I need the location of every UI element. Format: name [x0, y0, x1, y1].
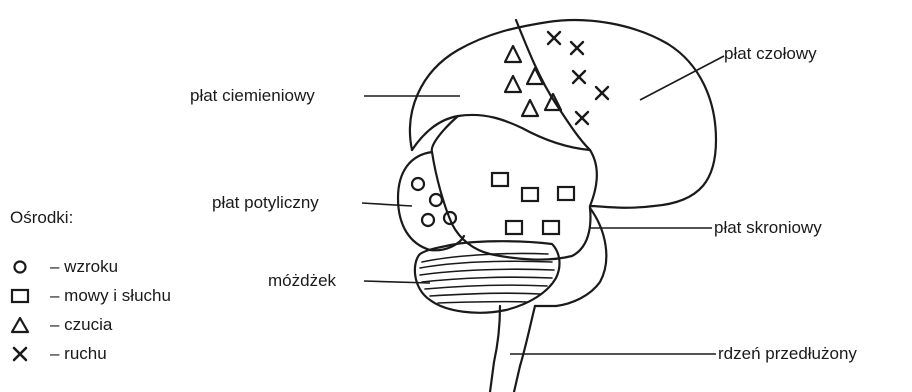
central-sulcus: [516, 20, 597, 206]
cross-icon: [8, 344, 32, 364]
label-medulla: rdzeń przedłużony: [718, 344, 857, 364]
triangle-icon: [545, 94, 561, 110]
square-icon: [506, 221, 522, 234]
cross-icon: [571, 42, 583, 54]
label-occipital-lobe: płat potyliczny: [212, 193, 319, 213]
square-icon: [558, 187, 574, 200]
legend-label-circle: – wzroku: [50, 257, 118, 277]
cross-icon: [576, 112, 588, 124]
cross-icon: [573, 71, 585, 83]
legend-title: Ośrodki:: [10, 208, 73, 228]
legend-item-square: – mowy i słuchu: [8, 285, 171, 307]
circle-icon: [412, 178, 424, 190]
legend-item-triangle: – czucia: [8, 314, 112, 336]
square-icon: [543, 221, 559, 234]
triangle-centers: [505, 46, 561, 116]
cross-icon: [548, 32, 560, 44]
square-icon: [492, 173, 508, 186]
triangle-icon: [505, 76, 521, 92]
cerebellum-folia: [420, 253, 554, 303]
circle-icon: [422, 214, 434, 226]
legend-label-square: – mowy i słuchu: [50, 286, 171, 306]
legend-label-cross: – ruchu: [50, 344, 107, 364]
triangle-icon: [8, 315, 32, 335]
legend-item-cross: – ruchu: [8, 343, 107, 365]
cross-icon: [596, 87, 608, 99]
legend-label-triangle: – czucia: [50, 315, 112, 335]
legend-item-circle: – wzroku: [8, 256, 118, 278]
leader-lines: [362, 56, 724, 354]
label-parietal-lobe: płat ciemieniowy: [190, 86, 315, 106]
brainstem-left: [490, 306, 500, 392]
square-icon: [522, 188, 538, 201]
label-temporal-lobe: płat skroniowy: [714, 218, 822, 238]
square-icon: [8, 286, 32, 306]
square-centers: [492, 173, 574, 234]
label-cerebellum: móżdżek: [268, 271, 336, 291]
brainstem-right: [514, 306, 535, 392]
parietal-boundary: [412, 115, 590, 150]
circle-icon: [430, 194, 442, 206]
triangle-icon: [522, 100, 538, 116]
circle-icon: [8, 257, 32, 277]
label-frontal-lobe: płat czołowy: [724, 44, 817, 64]
triangle-icon: [505, 46, 521, 62]
